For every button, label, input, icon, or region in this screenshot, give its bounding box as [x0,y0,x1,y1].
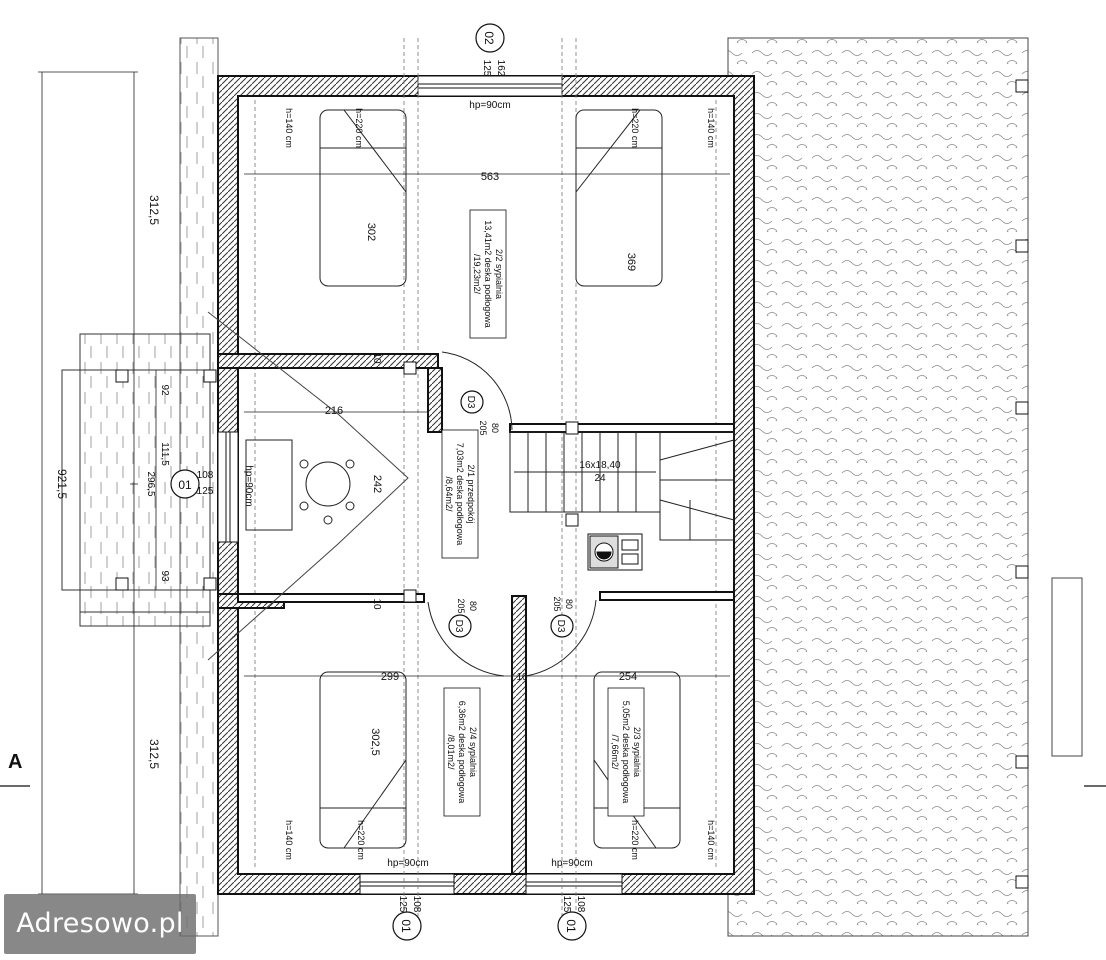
column-posts [115,79,1029,889]
door-1-width: 80 [490,423,500,433]
dim-296-5: 296,5 [145,471,156,496]
room-bl-line-3: /8,01m2/ [446,734,456,770]
room-br-line-1: 2/3 sypialnia [632,727,642,777]
section-marker: A [8,751,22,773]
window-label-top: hp=90cm [469,100,510,111]
window-size-left-a: 108 [197,470,214,481]
staircase [509,431,735,541]
room-study-line-3: /8,64m2/ [444,476,454,512]
interior-walls [217,353,735,875]
dim-upper: 312,5 [147,195,161,225]
dimension-lines [38,71,730,895]
room-top-line-1: 2/2 sypialnia [494,249,504,299]
window-label-bottom-left: hp=90cm [387,858,428,869]
axis-label-bottom-left: 01 [399,919,413,933]
stairs-spec: 16x18,40 [579,460,621,471]
room-bl-line-1: 2/4 sypialnia [468,727,478,777]
h-label-br: h=140 cm [706,820,716,860]
room-top-label: 2/2 sypialnia 13,41m2 deska podłogowa /1… [469,209,507,339]
window-label-bottom-right: hp=90cm [551,858,592,869]
dim-10b: 10 [371,598,382,610]
h-label-tl: h=140 cm [284,108,294,148]
door-swings [427,351,597,677]
dim-242: 242 [371,475,383,493]
watermark-badge: Adresowo.pl [4,894,196,954]
structure-guides [254,38,717,930]
door-3-code: D3 [555,620,566,633]
dim-10a: 10 [371,352,382,364]
roof-right [727,37,1083,937]
h-label-tr: h=140 cm [706,108,716,148]
h-label-bl2: h=220 cm [356,820,366,860]
dim-302: 302 [365,223,377,241]
h-label-tr2: h=220 cm [630,108,640,148]
door-2-width: 80 [468,601,478,611]
door-3-width: 80 [564,599,574,609]
window-size-top-b: 125 [481,60,492,77]
chimney [587,533,643,571]
window-size-br-b: 125 [561,896,572,913]
room-bl-line-2: 6,36m2 deska podłogowa [457,701,467,804]
exterior-walls [217,75,755,895]
window-label-left: hp=90cm [243,465,254,506]
h-label-bl: h=140 cm [284,820,294,860]
room-study-label: 2/1 przedpokój 7,03m2 deska podłogowa /8… [441,429,479,559]
window-size-bl-a: 108 [411,896,422,913]
gable-outline [207,311,409,661]
door-3-height: 205 [552,596,562,611]
axis-markers [170,23,587,941]
dim-111-5: 111,5 [159,442,170,466]
window-size-br-a: 108 [575,896,586,913]
desk-and-chair [245,439,355,531]
room-br-line-3: /7,66m2/ [610,734,620,770]
window-size-left-b: 125 [197,486,214,497]
dim-302-5: 302,5 [369,728,381,756]
axis-label-top: 02 [482,31,496,45]
dim-216: 216 [325,405,343,417]
dim-369: 369 [625,253,637,271]
dim-93: 93 [159,570,170,582]
dim-254: 254 [619,671,637,683]
room-top-line-3: /19,23m2/ [472,254,482,295]
h-label-tl2: h=220 cm [354,108,364,148]
stairs-count: 24 [594,473,606,484]
door-2-code: D3 [453,620,464,633]
room-top-line-2: 13,41m2 deska podłogowa [483,220,493,328]
door-1-code: D3 [465,396,476,409]
dim-lower: 312,5 [147,739,161,769]
dim-total: 921,5 [55,469,69,499]
dim-563: 563 [481,171,499,183]
dim-92: 92 [159,384,170,396]
axis-label-left: 01 [178,478,192,492]
dim-299: 299 [381,671,399,683]
room-br-line-2: 5,05m2 deska podłogowa [621,701,631,804]
h-label-br2: h=220 cm [630,820,640,860]
room-study-line-1: 2/1 przedpokój [466,464,476,523]
window-size-bl-b: 125 [397,896,408,913]
door-2-height: 205 [456,598,466,613]
door-1-height: 205 [478,420,488,435]
room-bottom-right-label: 2/3 sypialnia 5,05m2 deska podłogowa /7,… [607,687,645,817]
room-study-line-2: 7,03m2 deska podłogowa [455,443,465,546]
window-size-top-a: 162 [495,60,506,77]
axis-label-bottom-right: 01 [564,919,578,933]
room-bottom-left-label: 2/4 sypialnia 6,36m2 deska podłogowa /8,… [443,687,481,817]
windows [217,75,623,895]
dim-10c: 10 [516,672,528,683]
